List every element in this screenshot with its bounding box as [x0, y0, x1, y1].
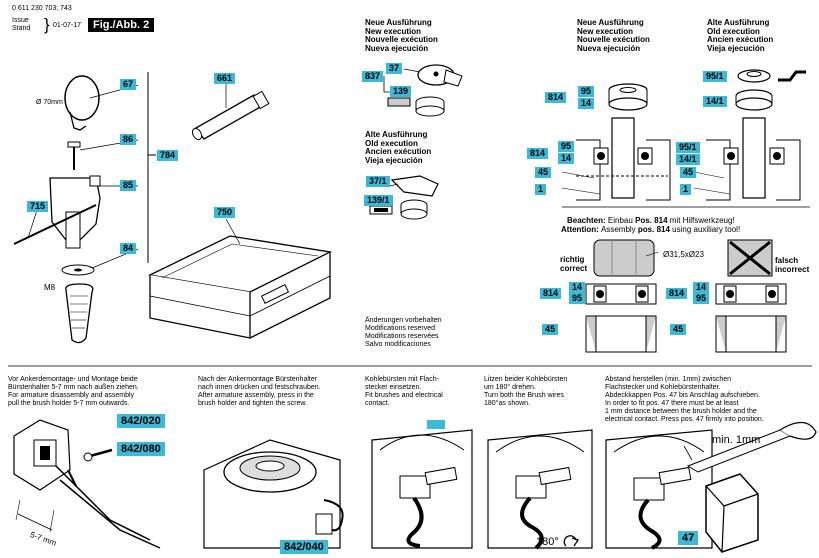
- part-tag-95-sec[interactable]: 95: [558, 141, 575, 152]
- part-tag-750[interactable]: 750: [214, 207, 236, 218]
- part-tag-139-1[interactable]: 139/1: [364, 195, 393, 206]
- thread-label: M8: [44, 283, 56, 292]
- part-tag-842-020[interactable]: 842/020: [117, 414, 165, 428]
- dimension-label: Ø31,5xØ23: [663, 250, 704, 259]
- wrong-de: falsch: [775, 256, 799, 265]
- part-tag-814-new[interactable]: 814: [545, 92, 567, 103]
- part-tag-45-old[interactable]: 45: [680, 167, 697, 178]
- part-tag-14-wrong[interactable]: 14: [693, 282, 710, 293]
- part-tag-14-1-sec[interactable]: 14/1: [676, 154, 700, 165]
- part-tag-842-080[interactable]: 842/080: [117, 442, 165, 456]
- part-tag-784[interactable]: 784: [157, 150, 179, 161]
- note-en: Attention: Assembly pos. 814 using auxil…: [561, 225, 741, 234]
- part-tag-37[interactable]: 37: [386, 63, 403, 74]
- part-tag-95-new[interactable]: 95: [578, 86, 595, 97]
- brace: }: [44, 15, 50, 34]
- part-tag-661[interactable]: 661: [214, 73, 236, 84]
- part-tag-1-old[interactable]: 1: [680, 184, 692, 195]
- part-tag-95-1-sec[interactable]: 95/1: [676, 142, 700, 153]
- part-tag-814-correct[interactable]: 814: [540, 288, 562, 299]
- part-tag-45-correct[interactable]: 45: [542, 324, 559, 335]
- part-tag-86[interactable]: 86: [120, 134, 137, 145]
- issue-label: Issue: [12, 17, 29, 24]
- part-number: 0 611 230 703; 743: [12, 5, 72, 12]
- issue-date: 01-07-17: [53, 22, 82, 29]
- part-tag-842-040[interactable]: 842/040: [280, 540, 328, 554]
- correct-de: richtig: [560, 255, 585, 264]
- part-tag-14-sec[interactable]: 14: [558, 153, 575, 164]
- part-tag-85[interactable]: 85: [120, 180, 137, 191]
- part-tag-14-1[interactable]: 14/1: [703, 96, 727, 107]
- part-tag-95-1[interactable]: 95/1: [703, 71, 727, 82]
- part-tag-1-new[interactable]: 1: [535, 184, 547, 195]
- correct-en: correct: [560, 264, 588, 273]
- part-tag-45-new[interactable]: 45: [535, 167, 552, 178]
- part-tag-95-correct[interactable]: 95: [569, 293, 586, 304]
- wrong-en: incorrect: [775, 265, 810, 274]
- figure-label: Fig./Abb. 2: [88, 18, 155, 32]
- highlight-marker: [427, 420, 445, 429]
- part-tag-84[interactable]: 84: [120, 243, 137, 254]
- note-de: Beachten: Einbau Pos. 814 mit Hilfswerkz…: [567, 216, 735, 225]
- part-tag-814-wrong[interactable]: 814: [666, 288, 688, 299]
- min-distance-label: min. 1mm: [712, 434, 761, 446]
- part-tag-47[interactable]: 47: [678, 531, 699, 545]
- part-tag-814-sec[interactable]: 814: [527, 148, 549, 159]
- step-3-text: Kohlebürsten mit Flach-stecker einsetzen…: [365, 376, 443, 407]
- part-tag-14-new[interactable]: 14: [578, 98, 595, 109]
- part-tag-715[interactable]: 715: [27, 201, 49, 212]
- diameter-label: Ø 70mm: [36, 99, 63, 106]
- part-tag-95-wrong[interactable]: 95: [693, 293, 710, 304]
- rotation-label: 180°: [536, 536, 559, 548]
- part-tag-67[interactable]: 67: [120, 79, 137, 90]
- stand-label: Stand: [12, 25, 31, 32]
- part-tag-837[interactable]: 837: [362, 71, 384, 82]
- part-tag-139[interactable]: 139: [390, 86, 412, 97]
- part-tag-14-correct[interactable]: 14: [569, 282, 586, 293]
- part-tag-37-1[interactable]: 37/1: [366, 176, 390, 187]
- part-tag-45-wrong[interactable]: 45: [670, 324, 687, 335]
